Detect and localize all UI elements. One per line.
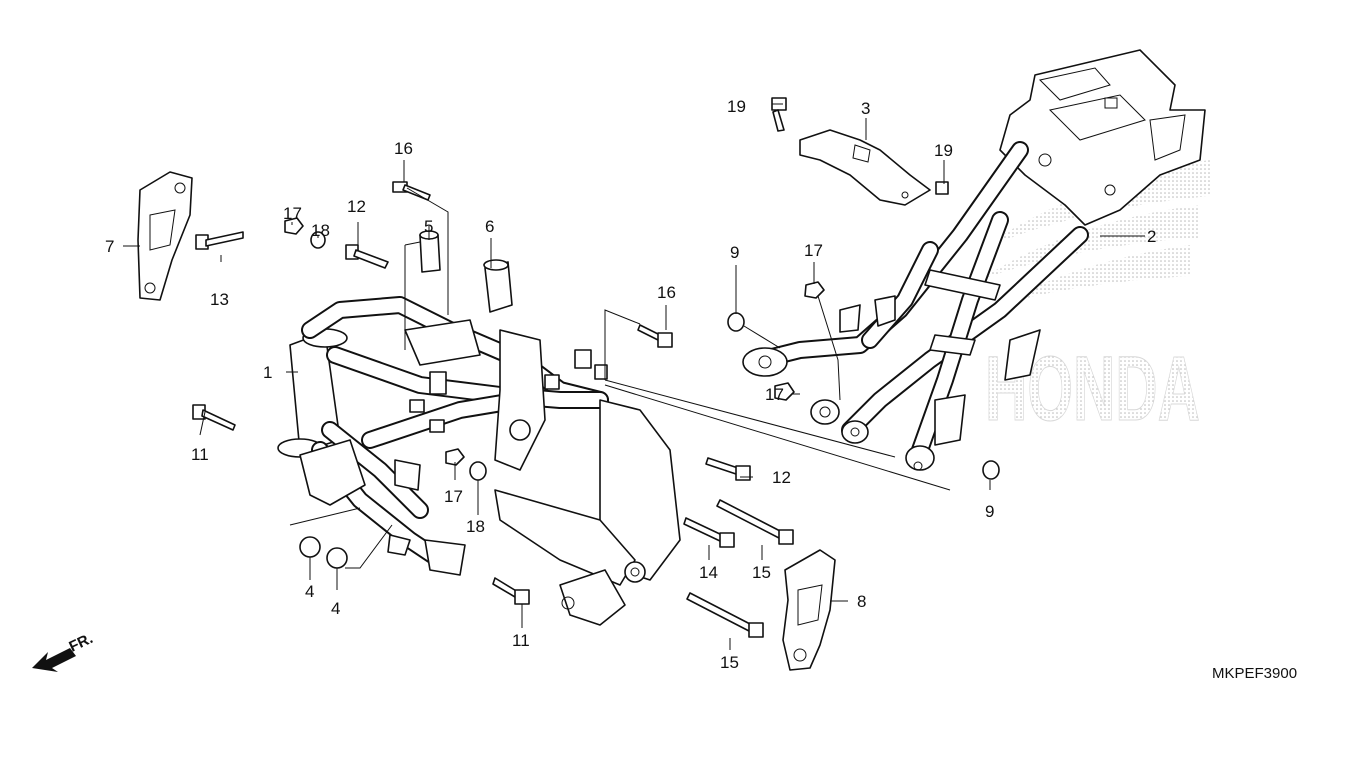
- callout-16b: 16: [657, 283, 676, 302]
- callout-8: 8: [857, 592, 866, 611]
- washer-18-b: [469, 461, 487, 481]
- bolts: [192, 97, 949, 638]
- leader-lines: [123, 103, 1145, 650]
- callout-19a: 19: [727, 97, 746, 116]
- nut-17-b: [804, 281, 825, 299]
- callout-11a: 11: [191, 445, 209, 464]
- callout-9a: 9: [730, 243, 739, 262]
- callout-labels: 1 2 3 4 4 5 6 7 8 9 9 11 11 12 12 13 14 …: [105, 97, 1156, 672]
- main-frame: [277, 296, 681, 626]
- collar-4-a: [299, 536, 321, 558]
- side-plate-part-8: [782, 549, 836, 671]
- nut-17-c: [774, 382, 795, 401]
- callout-11b: 11: [512, 631, 530, 650]
- callout-19b: 19: [934, 141, 953, 160]
- bolt-19-right: [935, 181, 949, 195]
- callout-1: 1: [263, 363, 272, 382]
- bolt-15-top: [716, 499, 794, 545]
- callout-5: 5: [424, 217, 433, 236]
- bolt-12-top: [345, 244, 389, 269]
- collar-part-5: [419, 230, 441, 273]
- callout-4b: 4: [331, 599, 340, 618]
- callout-12b: 12: [772, 468, 791, 487]
- bolt-14: [683, 517, 735, 548]
- callout-7: 7: [105, 237, 114, 256]
- callout-15b: 15: [720, 653, 739, 672]
- callout-17b: 17: [804, 241, 823, 260]
- nuts-and-washers: [284, 217, 1000, 569]
- washer-9-a: [727, 312, 745, 332]
- callout-9b: 9: [985, 502, 994, 521]
- callout-17c: 17: [765, 385, 784, 404]
- bolt-19-left: [771, 97, 787, 132]
- callout-2: 2: [1147, 227, 1156, 246]
- callout-6: 6: [485, 217, 494, 236]
- side-plate-part-7: [137, 171, 193, 301]
- front-label: FR.: [67, 630, 96, 656]
- bolt-11-bottom: [492, 577, 530, 605]
- callout-17a: 17: [283, 204, 302, 223]
- bolt-15-bottom: [686, 592, 764, 638]
- washer-9-b: [982, 460, 1000, 480]
- nut-17-a: [284, 217, 304, 235]
- callout-3: 3: [861, 99, 870, 118]
- callout-16a: 16: [394, 139, 413, 158]
- washer-18-a: [310, 231, 326, 249]
- callout-12a: 12: [347, 197, 366, 216]
- callout-17d: 17: [444, 487, 463, 506]
- callout-18b: 18: [466, 517, 485, 536]
- rear-subframe: [742, 49, 1206, 471]
- front-direction-indicator: FR.: [32, 630, 96, 672]
- bolt-11-left: [192, 404, 236, 431]
- callout-18a: 18: [311, 221, 330, 240]
- nut-17-d: [445, 448, 465, 466]
- front-arrow-icon: [32, 648, 76, 672]
- diagram-code: MKPEF3900: [1212, 665, 1297, 682]
- collar-4-b: [326, 547, 348, 569]
- bolt-16-right: [637, 324, 673, 348]
- callout-14: 14: [699, 563, 718, 582]
- bracket-part-3: [799, 129, 931, 206]
- callout-15a: 15: [752, 563, 771, 582]
- bolt-13: [195, 231, 244, 250]
- callout-4a: 4: [305, 582, 314, 601]
- collar-part-6: [483, 259, 513, 313]
- callout-13: 13: [210, 290, 229, 309]
